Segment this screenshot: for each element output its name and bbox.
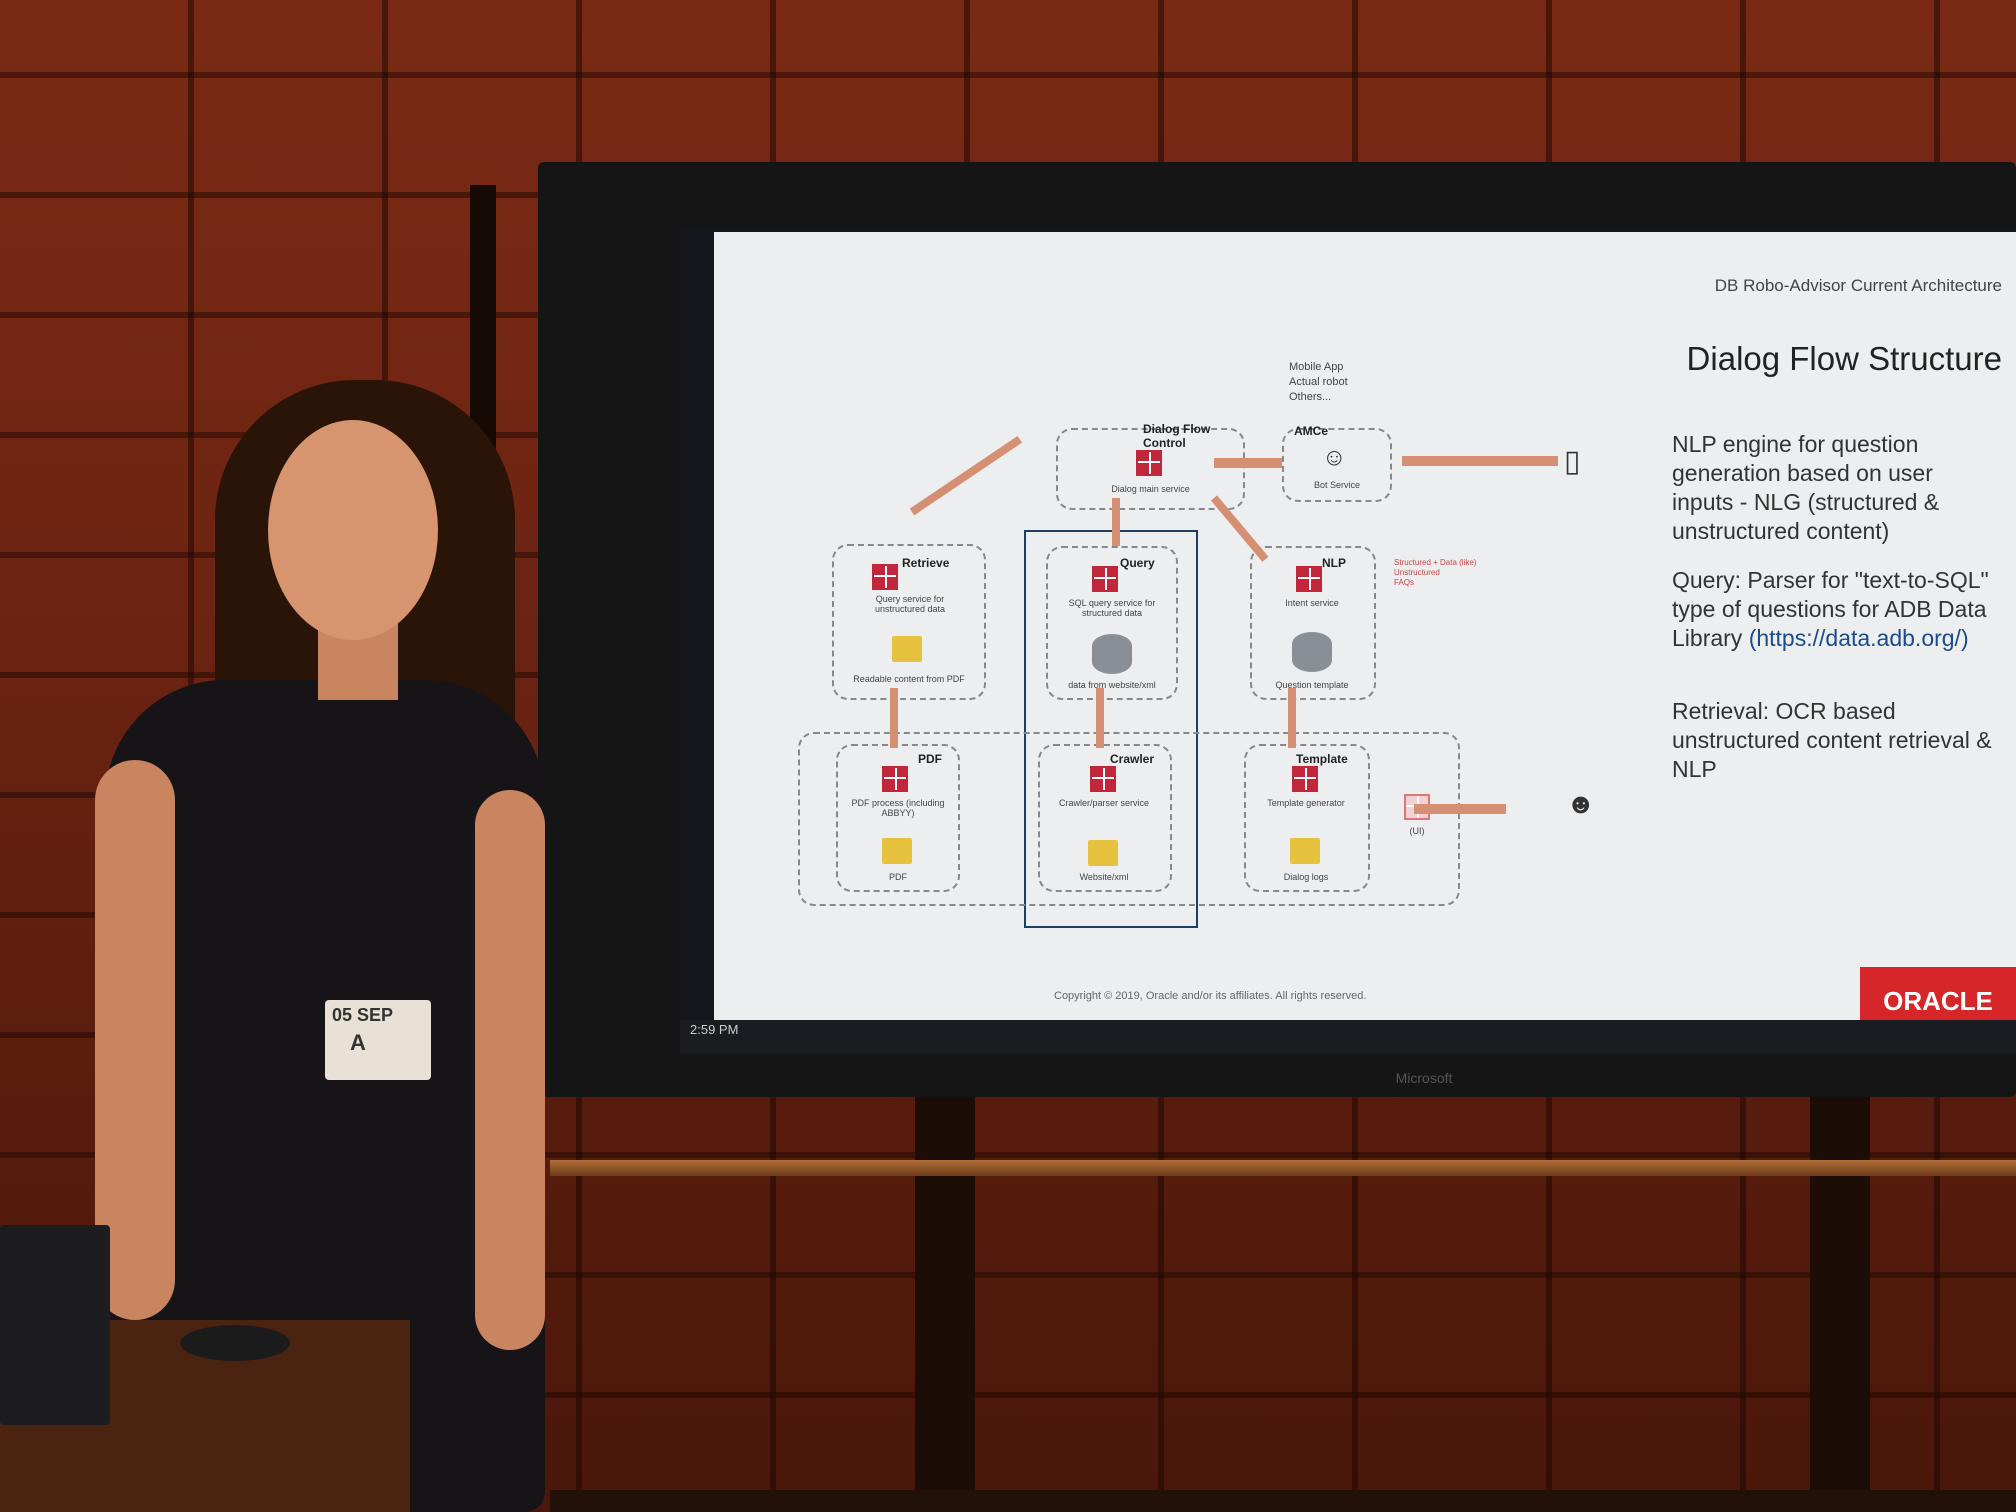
arrow bbox=[1414, 804, 1506, 814]
box-store: Question template bbox=[1275, 680, 1349, 690]
amce-box: AMCe ☺ Bot Service bbox=[1282, 424, 1392, 502]
pdf-box: PDF PDF process (including ABBYY) PDF bbox=[836, 744, 960, 892]
ui-label: (UI) bbox=[1409, 826, 1425, 836]
client-list: Mobile App Actual robot Others... bbox=[1289, 360, 1348, 405]
client-item: Others... bbox=[1289, 391, 1332, 403]
tv-stand-leg bbox=[1810, 1090, 1870, 1512]
nlp-box: NLP Intent service Question template bbox=[1250, 546, 1376, 700]
nlp-note-line: Unstructured bbox=[1394, 568, 1440, 577]
data-library-link[interactable]: (https://data.adb.org/) bbox=[1748, 625, 1969, 651]
box-sub: PDF process (including ABBYY) bbox=[851, 798, 945, 818]
arrow bbox=[1112, 498, 1120, 546]
box-sub: Query service for unstructured data bbox=[874, 594, 946, 614]
box-title: NLP bbox=[1322, 556, 1346, 570]
box-sub: Crawler/parser service bbox=[1058, 798, 1150, 808]
box-title: PDF bbox=[918, 752, 942, 766]
arrow bbox=[1214, 458, 1282, 468]
data-pipeline-box bbox=[798, 732, 1460, 906]
box-store: Readable content from PDF bbox=[853, 674, 965, 684]
service-icon bbox=[1136, 450, 1162, 476]
computer-mouse bbox=[180, 1325, 290, 1361]
service-icon bbox=[882, 766, 908, 792]
tv-stand-leg bbox=[915, 1090, 975, 1512]
box-store: Website/xml bbox=[1079, 872, 1129, 882]
client-item: Actual robot bbox=[1289, 376, 1348, 388]
bullet-query-text: Query: Parser for "text-to-SQL" type of … bbox=[1672, 567, 1989, 651]
crawler-box: Crawler Crawler/parser service Website/x… bbox=[1038, 744, 1172, 892]
folder-icon bbox=[1088, 840, 1118, 866]
database-icon bbox=[1092, 634, 1132, 674]
service-icon bbox=[1092, 566, 1118, 592]
taskbar bbox=[680, 1020, 2016, 1054]
service-icon bbox=[1292, 766, 1318, 792]
floor-rail bbox=[550, 1490, 2016, 1512]
slide-title: Dialog Flow Structure bbox=[1686, 340, 2002, 377]
client-item: Mobile App bbox=[1289, 361, 1344, 373]
service-icon bbox=[1296, 566, 1322, 592]
presenter-arm bbox=[475, 790, 545, 1350]
nlp-note: Structured + Data (like) Unstructured FA… bbox=[1394, 558, 1476, 588]
taskbar-clock: 2:59 PM bbox=[690, 1022, 739, 1037]
bullet-nlp: NLP engine for question generation based… bbox=[1672, 431, 1940, 544]
wall-rail bbox=[550, 1160, 2016, 1176]
tv-brand: Microsoft bbox=[1395, 1070, 1453, 1086]
dialog-flow-box: Dialog Flow Control Dialog main service bbox=[1056, 422, 1245, 510]
box-store: Dialog logs bbox=[1283, 872, 1329, 882]
service-icon bbox=[872, 564, 898, 590]
box-sub: Dialog main service bbox=[1111, 484, 1190, 494]
retrieve-box: Retrieve Query service for unstructured … bbox=[832, 544, 986, 700]
template-box: Template Template generator Dialog logs bbox=[1244, 744, 1370, 892]
presentation-slide: DB Robo-Advisor Current Architecture Dia… bbox=[714, 232, 2016, 1032]
arrow bbox=[1096, 688, 1104, 748]
presenter-face bbox=[268, 420, 438, 640]
database-icon bbox=[1292, 632, 1332, 672]
nlp-note-line: Structured + Data (like) bbox=[1394, 558, 1477, 567]
folder-icon bbox=[882, 838, 912, 864]
box-title: Crawler bbox=[1110, 752, 1155, 766]
arrow bbox=[1402, 456, 1558, 466]
box-store: PDF bbox=[889, 872, 907, 882]
query-box: Query SQL query service for structured d… bbox=[1046, 546, 1178, 700]
nlp-note-line: FAQs bbox=[1394, 578, 1415, 587]
folder-icon bbox=[1290, 838, 1320, 864]
slide-header: DB Robo-Advisor Current Architecture bbox=[1714, 276, 2002, 295]
box-sub: Template generator bbox=[1267, 798, 1345, 808]
copyright-text: Copyright © 2019, Oracle and/or its affi… bbox=[1054, 990, 1367, 1002]
box-title: Dialog Flow Control bbox=[1143, 422, 1211, 450]
arrow bbox=[890, 688, 898, 748]
box-store: data from website/xml bbox=[1068, 680, 1156, 690]
query-highlight bbox=[1024, 530, 1198, 928]
name-badge bbox=[325, 1000, 431, 1080]
bullet-retrieval: Retrieval: OCR based unstructured conten… bbox=[1672, 698, 1992, 782]
box-title: Query bbox=[1120, 556, 1155, 570]
box-title: AMCe bbox=[1294, 424, 1329, 438]
box-sub: Intent service bbox=[1285, 598, 1339, 608]
box-title: Template bbox=[1296, 752, 1348, 766]
user-icon: ☻ bbox=[1566, 788, 1596, 819]
folder-icon bbox=[892, 636, 922, 662]
box-sub: SQL query service for structured data bbox=[1068, 598, 1156, 618]
bullet-query: Query: Parser for "text-to-SQL" type of … bbox=[1672, 566, 1992, 653]
arrow bbox=[909, 435, 1023, 516]
box-title: Retrieve bbox=[902, 556, 950, 570]
badge-date: 05 SEP bbox=[332, 1005, 394, 1025]
arrow bbox=[1288, 688, 1296, 748]
box-sub: Bot Service bbox=[1313, 480, 1361, 490]
laptop bbox=[0, 1225, 110, 1425]
badge-letter: A bbox=[350, 1030, 366, 1055]
service-icon bbox=[1090, 766, 1116, 792]
robot-icon: ☺ bbox=[1322, 444, 1347, 471]
device-icon: ▯ bbox=[1564, 445, 1581, 478]
